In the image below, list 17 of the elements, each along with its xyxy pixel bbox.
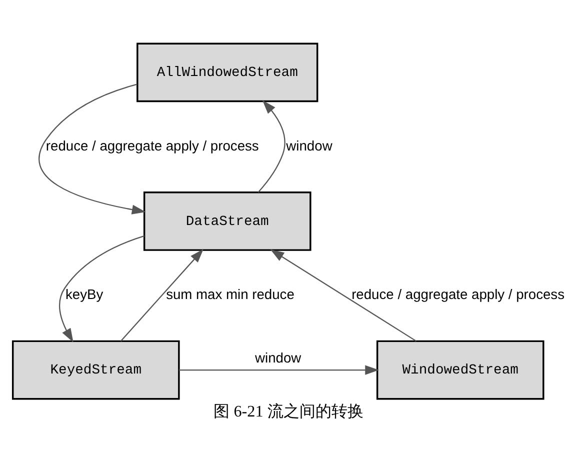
arrow — [38, 83, 146, 214]
arrow — [258, 100, 286, 192]
edge-label: reduce / aggregate apply / process — [352, 286, 565, 302]
node-box: DataStream — [143, 191, 312, 250]
caption: 图 6-21 流之间的转换 — [214, 402, 364, 420]
node-box: KeyedStream — [12, 340, 180, 400]
edge-label: reduce / aggregate apply / process — [46, 136, 259, 153]
arrow — [179, 364, 379, 374]
arrow — [270, 248, 416, 342]
edge-label: window — [255, 349, 302, 366]
node-box: AllWindowedStream — [136, 42, 318, 102]
edge-label: sum max min reduce — [166, 286, 294, 302]
edge-label: keyBy — [66, 286, 104, 302]
arrow — [59, 234, 144, 342]
edge-label: window — [286, 136, 332, 153]
arrow — [120, 248, 204, 341]
node-box: WindowedStream — [376, 340, 544, 400]
